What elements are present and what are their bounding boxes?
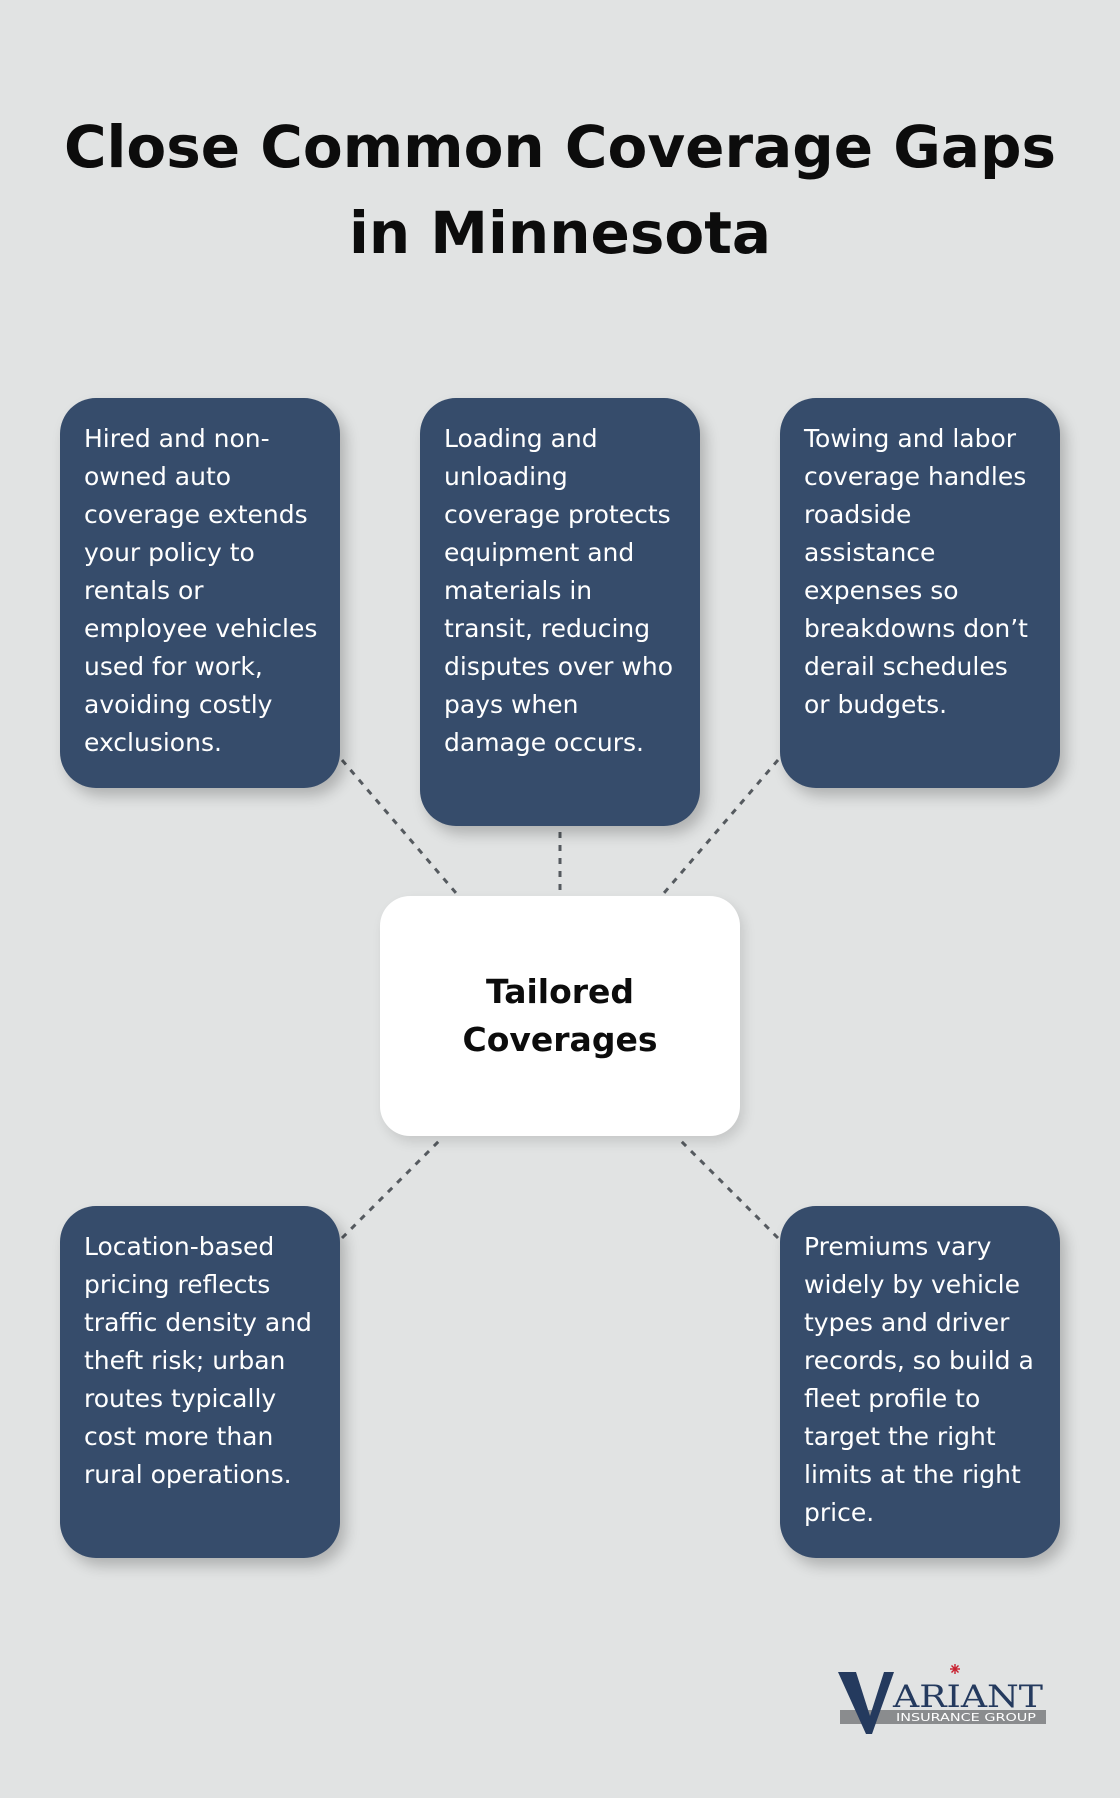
connector-bottom-left bbox=[340, 1136, 444, 1240]
title-line-2: in Minnesota bbox=[348, 199, 772, 267]
card-towing-labor: Towing and labor coverage handles roadsi… bbox=[780, 398, 1060, 788]
connector-top-left bbox=[340, 759, 458, 894]
center-label: Tailored Coverages bbox=[462, 972, 658, 1059]
card-premiums-vary: Premiums vary widely by vehicle types an… bbox=[780, 1206, 1060, 1558]
connector-top-right bbox=[662, 759, 780, 894]
title-line-1: Close Common Coverage Gaps bbox=[63, 113, 1057, 181]
card-text: Towing and labor coverage handles roadsi… bbox=[804, 424, 1028, 719]
card-location-based-pricing: Location-based pricing reflects traffic … bbox=[60, 1206, 340, 1558]
card-text: Premiums vary widely by vehicle types an… bbox=[804, 1232, 1034, 1527]
variant-logo: ARIANT INSURANCE GROUP bbox=[838, 1664, 1046, 1734]
page-title: Close Common Coverage Gaps in Minnesota bbox=[0, 104, 1120, 276]
logo-v-mark bbox=[838, 1672, 894, 1734]
card-text: Location-based pricing reflects traffic … bbox=[84, 1232, 312, 1489]
card-loading-unloading: Loading and unloading coverage protects … bbox=[420, 398, 700, 826]
card-text: Hired and non-owned auto coverage extend… bbox=[84, 424, 318, 757]
logo-tagline-text: INSURANCE GROUP bbox=[896, 1711, 1036, 1724]
center-node-tailored-coverages: Tailored Coverages bbox=[380, 896, 740, 1136]
logo-star-icon bbox=[950, 1664, 960, 1674]
card-hired-non-owned-auto: Hired and non-owned auto coverage extend… bbox=[60, 398, 340, 788]
card-text: Loading and unloading coverage protects … bbox=[444, 424, 673, 757]
logo-brand-text: ARIANT bbox=[892, 1679, 1044, 1715]
connector-bottom-right bbox=[676, 1136, 780, 1240]
